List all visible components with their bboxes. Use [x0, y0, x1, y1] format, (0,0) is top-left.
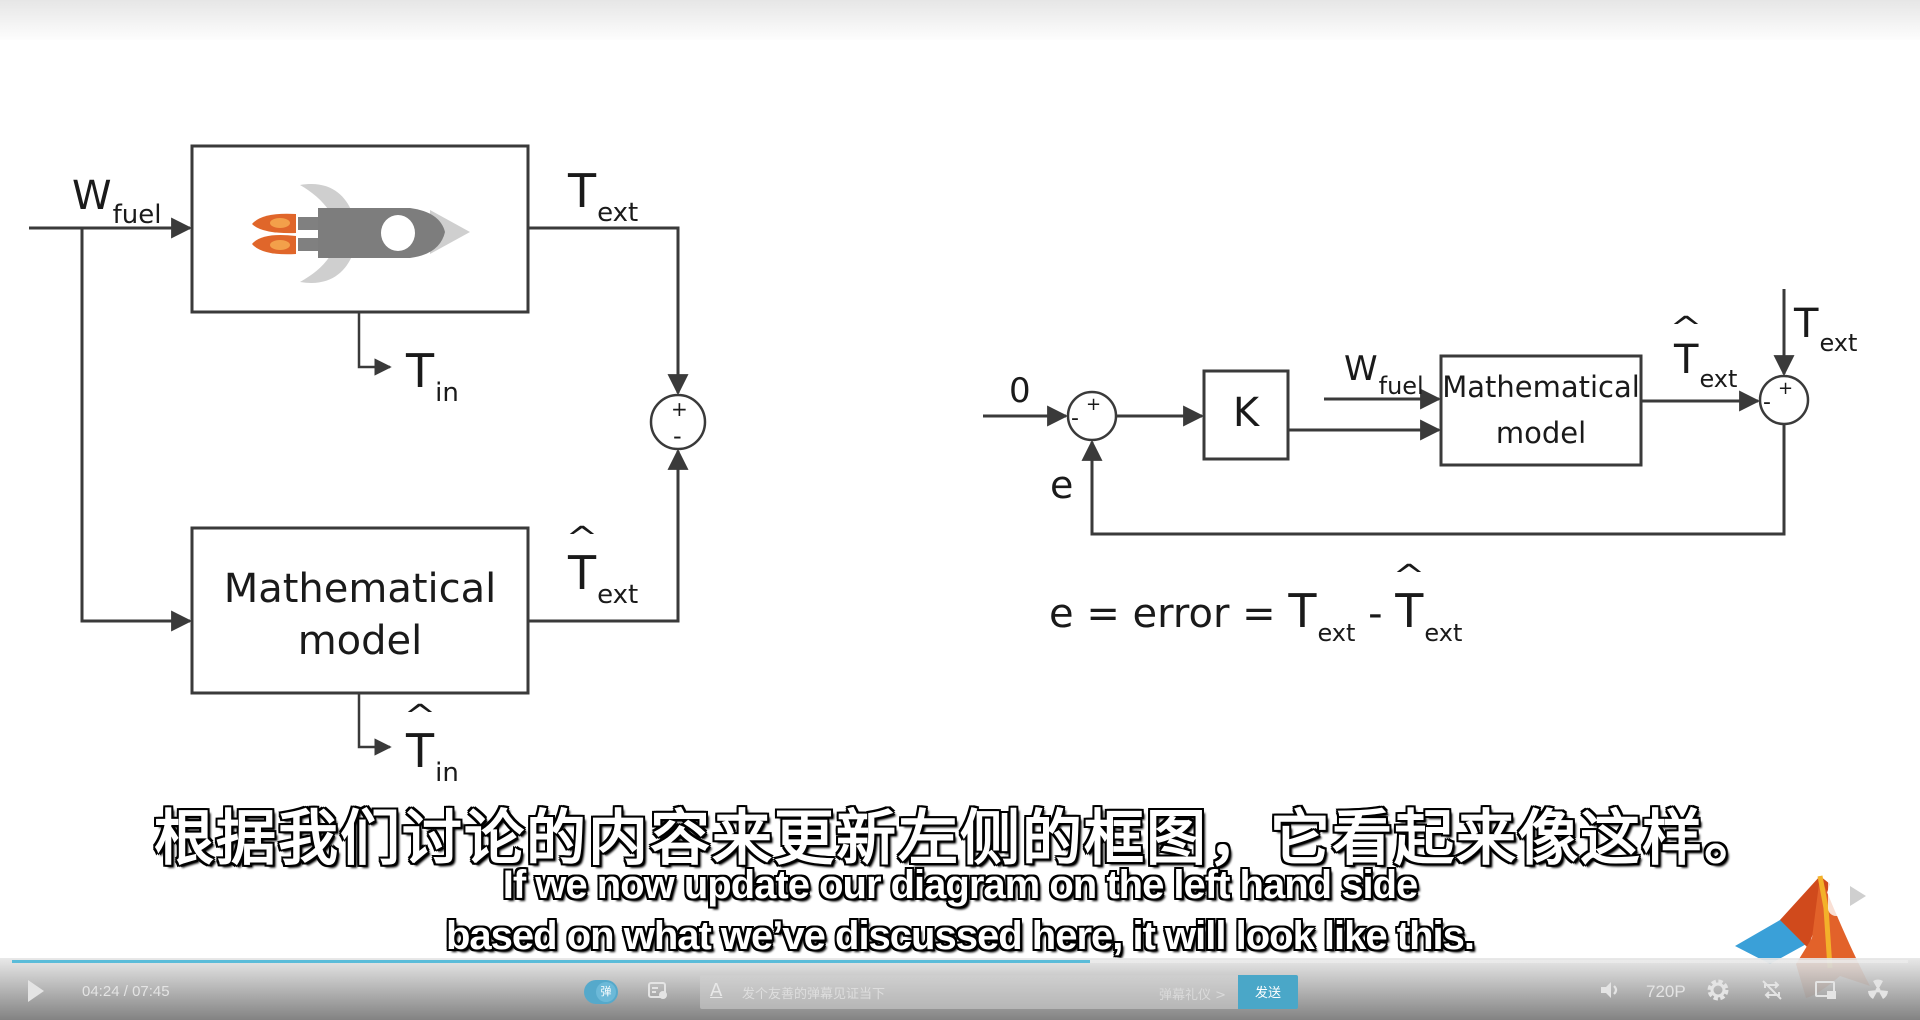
play-icon[interactable] — [28, 980, 44, 1002]
model-box-right — [1439, 354, 1643, 467]
bilibili-tv-icon — [1828, 866, 1884, 916]
danmaku-settings-icon[interactable] — [648, 982, 668, 1000]
right-model-box-label: Mathematical model — [1442, 370, 1640, 451]
error-equation: e = error = Text - Text — [1049, 588, 1462, 645]
settings-icon[interactable] — [1706, 978, 1730, 1002]
measured-text-label: Text — [1794, 301, 1858, 357]
sum-junction-left — [649, 393, 707, 451]
left-plant-output-label: Text — [568, 164, 639, 228]
error-label: e — [1050, 463, 1074, 507]
fullscreen-icon[interactable] — [1866, 978, 1890, 1002]
danmaku-input-container: A 弹幕礼仪 > — [700, 975, 1240, 1009]
volume-icon[interactable] — [1598, 978, 1622, 1002]
svg-text:-: - — [1763, 390, 1771, 415]
left-model-internal-label: Tin — [406, 728, 459, 786]
left-model-box-label: Mathematical model — [223, 566, 497, 664]
danmaku-etiquette-link[interactable]: 弹幕礼仪 > — [1158, 988, 1226, 1003]
danmaku-toggle-icon: 弹 — [596, 982, 616, 1002]
svg-text:-: - — [673, 422, 682, 450]
danmaku-input[interactable] — [740, 979, 1124, 1007]
font-style-icon[interactable]: A — [710, 980, 723, 1001]
duration: 07:45 — [132, 983, 170, 1000]
left-plant-internal-label: Tin — [406, 344, 459, 408]
left-model-output-label: Text — [568, 550, 638, 608]
gain-box — [1202, 369, 1290, 461]
svg-text:+: + — [671, 397, 688, 421]
right-input-label: Wfuel — [1344, 349, 1424, 400]
loop-off-icon[interactable] — [1760, 978, 1784, 1002]
send-button[interactable]: 发送 — [1238, 975, 1298, 1009]
svg-text:+: + — [1086, 394, 1101, 415]
time-display: 04:24 / 07:45 — [82, 983, 170, 1000]
picture-in-picture-icon[interactable] — [1814, 978, 1838, 1002]
left-input-label: Wfuel — [72, 173, 162, 230]
current-time: 04:24 — [82, 983, 120, 1000]
reference-zero-label: 0 — [1009, 371, 1031, 411]
progress-fill[interactable] — [12, 960, 1090, 963]
svg-text:+: + — [1778, 378, 1793, 399]
rocket-icon — [252, 184, 470, 283]
video-control-bar: 04:24 / 07:45 弹 A 弹幕礼仪 > 发送 720P — [0, 958, 1920, 1020]
right-model-output-label: Text — [1674, 340, 1737, 391]
danmaku-toggle-button[interactable]: 弹 — [584, 980, 618, 1004]
quality-selector[interactable]: 720P — [1646, 982, 1686, 1001]
svg-text:-: - — [1071, 406, 1079, 431]
top-shade — [0, 0, 1920, 40]
gain-box-label: K — [1232, 390, 1260, 436]
subtitle-english-line1: If we now update our diagram on the left… — [502, 863, 1419, 907]
subtitle-chinese: 根据我们讨论的内容来更新左侧的框图，它看起来像这样。 — [154, 804, 1766, 874]
subtitle-english-line2: based on what we’ve discussed here, it w… — [446, 914, 1475, 958]
